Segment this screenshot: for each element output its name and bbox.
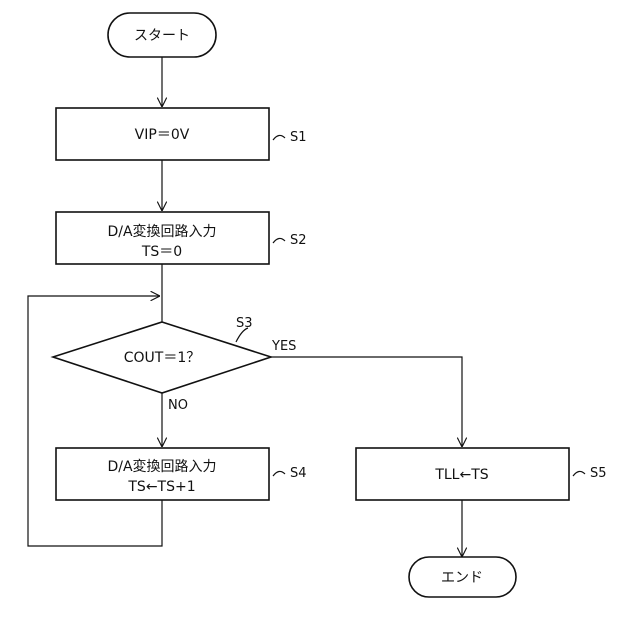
step-s3-yes-label: YES xyxy=(271,339,296,354)
step-s5-leader xyxy=(573,471,585,476)
connector-s3-yes-s5 xyxy=(271,357,462,447)
step-s5-text: TLL←TS xyxy=(434,467,488,483)
step-s4-text-line1: D/A変換回路入力 xyxy=(107,458,216,475)
step-s1-label: S1 xyxy=(290,130,307,145)
step-s1-leader xyxy=(273,135,285,140)
step-s2-text-line2: TS＝0 xyxy=(141,244,182,260)
step-s3-label: S3 xyxy=(236,316,253,331)
step-s3-no-label: NO xyxy=(168,398,188,413)
step-s2-label: S2 xyxy=(290,233,307,248)
step-s1-text: VIP＝0V xyxy=(135,127,190,143)
end-label: エンド xyxy=(441,570,483,586)
start-label: スタート xyxy=(134,28,190,44)
step-s4-leader xyxy=(273,471,285,476)
step-s4-text-line2: TS←TS+1 xyxy=(127,479,195,495)
step-s3-text: COUT＝1？ xyxy=(124,350,201,366)
step-s2-text-line1: D/A変換回路入力 xyxy=(107,223,216,240)
step-s4-label: S4 xyxy=(290,466,307,481)
step-s2-leader xyxy=(273,238,285,243)
step-s5-label: S5 xyxy=(590,466,607,481)
